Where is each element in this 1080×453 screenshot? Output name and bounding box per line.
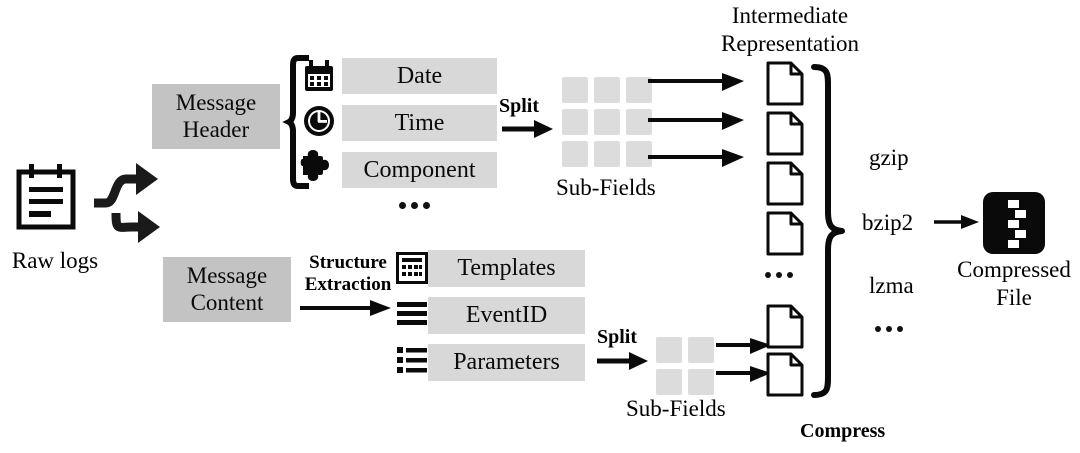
header-fields-more-ellipsis [399,202,430,209]
compressed-file-label: Compressed File [957,257,1071,310]
ir-file-icon-3 [766,161,804,206]
ir-more-ellipsis [765,272,793,278]
subfields-grid-top [562,77,652,167]
hamburger-lines-icon [396,297,428,329]
table-grid-icon [396,252,428,284]
field-box-templates: Templates [428,250,585,287]
subfields-label-bottom: Sub-Fields [626,396,726,421]
fork-arrow-icon [92,155,164,250]
bullet-list-icon [396,343,428,375]
compress-caption: Compress [800,420,886,442]
subfields-label-top: Sub-Fields [556,175,656,200]
clock-icon [302,104,336,138]
field-box-component: Component [342,152,497,188]
compressor-bzip2-label: bzip2 [862,210,914,235]
compressors-more-ellipsis [875,326,903,332]
compressed-file-icon [983,192,1045,254]
compress-brace [811,64,848,398]
ir-file-icon-1 [766,61,804,106]
compressor-lzma-label: lzma [869,273,914,298]
structure-extraction-label: Structure Extraction [304,252,392,296]
compress-arrow [934,212,980,232]
compressor-gzip-label: gzip [869,145,909,170]
split-label-bottom: Split [597,326,638,348]
ir-file-icon-4 [766,211,804,256]
split-arrow-bottom [597,350,649,372]
raw-logs-label: Raw logs [11,248,99,273]
ir-file-icon-5 [766,304,804,349]
calendar-icon [303,60,335,93]
split-arrow-top [502,118,554,140]
header-fields-brace [282,55,309,189]
puzzle-piece-icon [300,148,337,182]
field-box-eventid: EventID [428,297,585,334]
field-box-parameters: Parameters [428,344,585,381]
subfields-grid-bottom [656,337,714,395]
raw-logs-icon [14,163,78,233]
split-arrows-bottom-group [716,337,772,383]
ir-file-icon-6 [766,352,804,397]
ir-file-icon-2 [766,111,804,156]
field-box-date: Date [342,58,497,94]
message-content-box: Message Content [163,257,291,322]
message-header-box: Message Header [152,84,280,149]
split-label-top: Split [499,95,540,117]
field-box-time: Time [342,105,497,141]
split-arrows-top-group [648,72,746,170]
structure-extraction-arrow [300,298,392,318]
intermediate-representation-title: Intermediate Representation [721,3,859,57]
